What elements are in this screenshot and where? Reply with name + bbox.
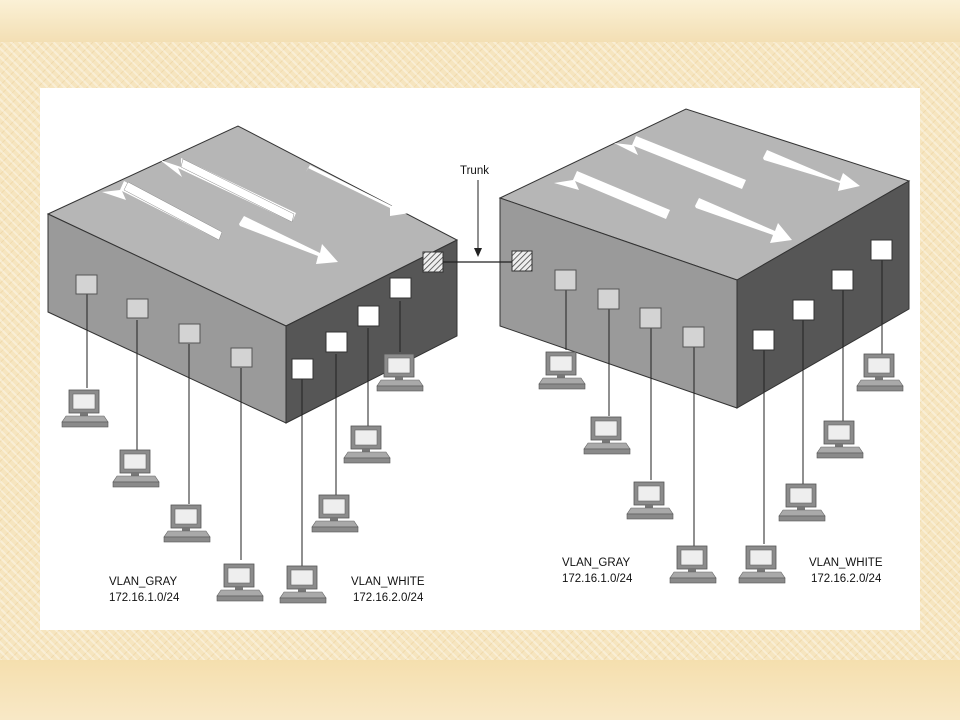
vlan-white-subnet-right: 172.16.2.0/24 (811, 573, 882, 585)
gray-ports-left (75, 274, 253, 560)
vlan-white-label-right: VLAN_WHITE (809, 557, 883, 569)
arrow-right-icon (763, 150, 860, 191)
trunk-port-left (422, 251, 444, 273)
vlan-gray-label-left: VLAN_GRAY (109, 576, 178, 588)
computer-icon (583, 416, 631, 455)
computer-icon (112, 449, 160, 488)
trunk-port-right (511, 250, 533, 272)
slide-top-band (0, 0, 960, 42)
computer-icon (816, 420, 864, 459)
computer-icon (738, 545, 786, 584)
computer-icon (343, 425, 391, 464)
trunk-label: Trunk (460, 165, 489, 177)
pc-group-gray-left (61, 389, 264, 602)
computer-icon (856, 353, 904, 392)
computer-icon (216, 563, 264, 602)
computer-icon (279, 565, 327, 604)
arrow-right-icon (306, 165, 410, 216)
white-ports-left (291, 277, 412, 566)
switch-left-side (285, 239, 458, 424)
computer-icon (669, 545, 717, 584)
white-ports-right (752, 239, 893, 544)
trunk-link: Trunk (443, 165, 512, 263)
vlan-gray-subnet-left: 172.16.1.0/24 (109, 592, 180, 604)
computer-icon (778, 483, 826, 522)
switch-right (498, 108, 911, 546)
diagram-panel: Trunk VLAN_GRAY 172.16.1.0/24 VLAN_WHITE… (40, 88, 920, 630)
computer-icon (311, 494, 359, 533)
vlan-gray-subnet-right: 172.16.1.0/24 (562, 573, 633, 585)
computer-icon (376, 353, 424, 392)
arrow-left-icon (614, 136, 746, 189)
vlan-white-subnet-left: 172.16.2.0/24 (353, 592, 424, 604)
arrow-left-icon (554, 171, 670, 219)
switch-right-side (736, 180, 910, 409)
computer-icon (538, 351, 586, 390)
slide-bottom-band (0, 660, 960, 720)
computer-icon (61, 389, 109, 428)
computer-icon (163, 504, 211, 543)
vlan-trunk-diagram: Trunk VLAN_GRAY 172.16.1.0/24 VLAN_WHITE… (46, 108, 911, 604)
gray-ports-right (554, 269, 705, 546)
switch-left (46, 125, 459, 566)
vlan-white-label-left: VLAN_WHITE (351, 576, 425, 588)
arrow-right-icon (239, 216, 338, 264)
arrow-right-icon (695, 198, 792, 243)
vlan-gray-label-right: VLAN_GRAY (562, 557, 631, 569)
computer-icon (626, 481, 674, 520)
